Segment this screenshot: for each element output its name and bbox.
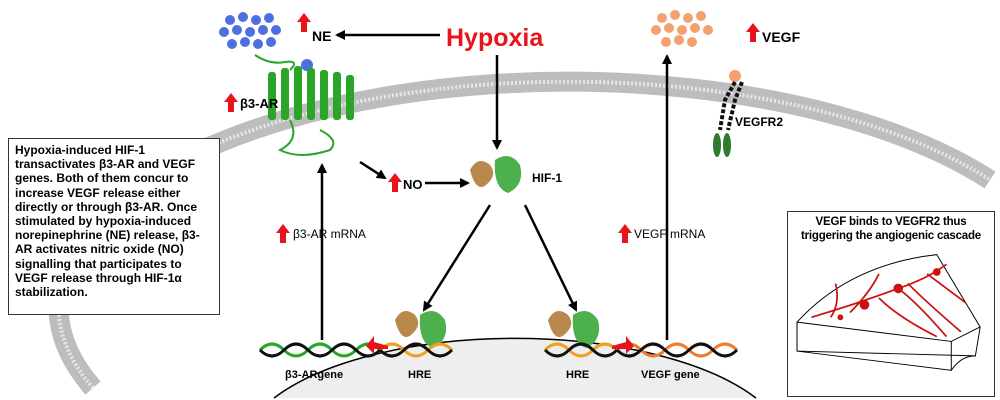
ne-label: NE bbox=[312, 28, 331, 44]
vegf-box-caption: VEGF binds to VEGFR2 thus triggering the… bbox=[801, 216, 981, 242]
no-label: NO bbox=[403, 177, 423, 192]
b3ar-dna bbox=[258, 336, 454, 358]
up-arrow-icon bbox=[224, 93, 238, 112]
arrow-hif1-to-vegf-gene bbox=[523, 204, 578, 312]
vegfr2-receptor bbox=[713, 81, 744, 157]
hif1-protein bbox=[470, 156, 522, 193]
vegf-molecules bbox=[651, 10, 741, 82]
up-arrow-icon bbox=[618, 224, 632, 243]
up-arrow-icon bbox=[276, 224, 290, 243]
b3ar-receptor bbox=[254, 54, 354, 156]
ne-molecules bbox=[219, 12, 313, 71]
hypoxia-title: Hypoxia bbox=[446, 24, 544, 52]
vegf-label: VEGF bbox=[762, 29, 801, 45]
hif1-label: HIF-1 bbox=[532, 171, 562, 185]
vegfr2-label: VEGFR2 bbox=[735, 115, 783, 129]
b3ar-gene-label: β3-ARgene bbox=[285, 369, 343, 381]
arrow-b3ar-to-no bbox=[359, 160, 387, 180]
info-box: Hypoxia-induced HIF-1 transactivates β3-… bbox=[8, 138, 220, 315]
up-arrow-icon bbox=[746, 23, 760, 42]
vegf-dna bbox=[543, 336, 739, 358]
angiogenesis-tissue-illustration bbox=[796, 254, 981, 371]
hif1-protein-right-gene bbox=[548, 311, 600, 348]
b3ar-mrna-label: β3-AR mRNA bbox=[293, 227, 366, 241]
b3ar-label: β3-AR bbox=[240, 96, 279, 111]
hre-left-label: HRE bbox=[408, 369, 431, 381]
vegf-gene-label: VEGF gene bbox=[641, 369, 700, 381]
arrow-hif1-to-b3ar-gene bbox=[422, 204, 492, 312]
hif1-protein-left-gene bbox=[395, 311, 447, 348]
vegf-mrna-label: VEGF mRNA bbox=[634, 227, 705, 241]
up-arrow-icon bbox=[297, 13, 311, 32]
up-arrow-icon bbox=[388, 173, 402, 192]
vegf-angiogenesis-box: VEGF binds to VEGFR2 thus triggering the… bbox=[787, 211, 995, 397]
hre-right-label: HRE bbox=[566, 369, 589, 381]
